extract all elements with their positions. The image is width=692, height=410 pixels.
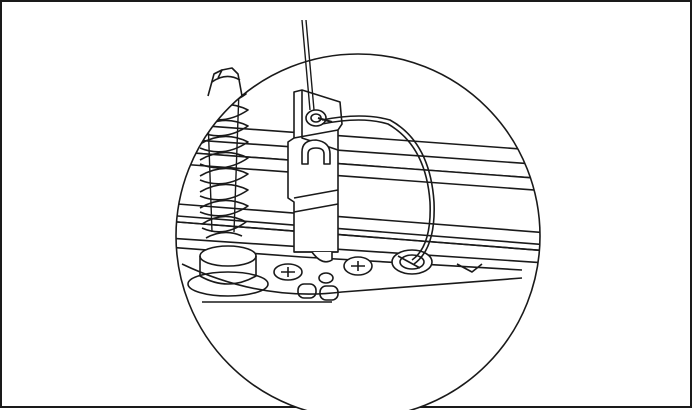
- lag-screw-tip: [207, 67, 243, 97]
- magnified-view: [176, 61, 540, 410]
- lag-screw: [187, 61, 269, 297]
- rail-track: [176, 121, 540, 253]
- terminal-screw: [273, 256, 373, 284]
- upper-parts: [207, 19, 435, 265]
- wire-lug: [391, 249, 433, 275]
- ground-wire: [301, 19, 435, 265]
- magnifier-circle: [175, 53, 541, 410]
- bracket-clip: [287, 89, 343, 263]
